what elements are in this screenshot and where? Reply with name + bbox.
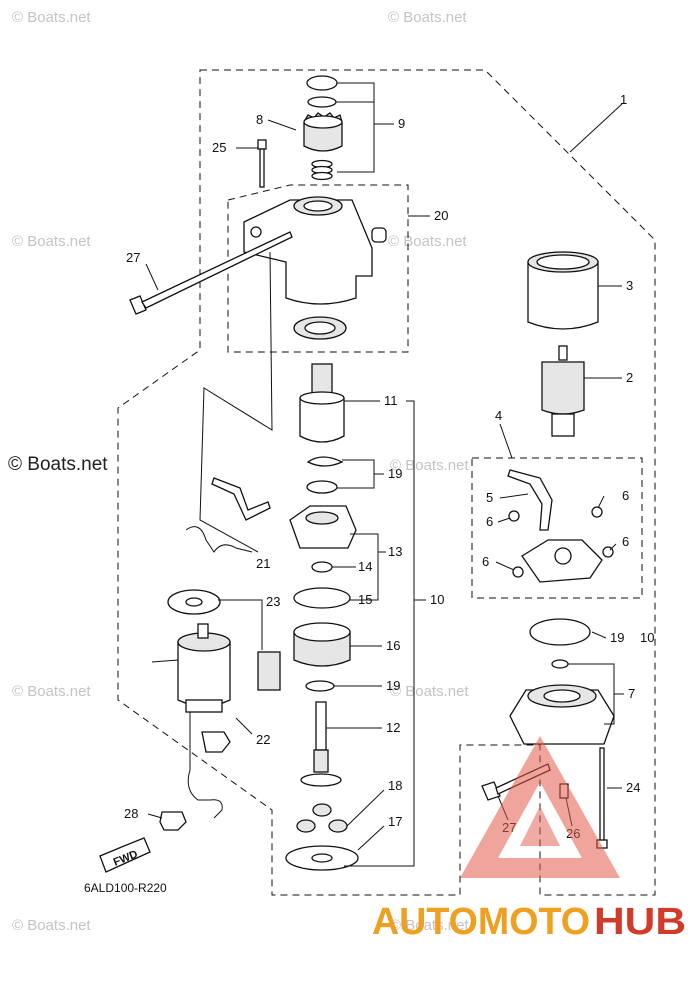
watermark: © Boats.net [390, 917, 469, 934]
watermark: © Boats.net [388, 9, 467, 26]
callout-11: 11 [384, 393, 398, 408]
callout-3: 3 [626, 278, 633, 293]
callout-4: 4 [495, 408, 502, 423]
logo-triangle-icon [460, 736, 620, 878]
bolt-27-left [129, 231, 293, 315]
callout-27: 27 [126, 250, 140, 265]
front-cover [243, 196, 387, 305]
front-bearing-bore [304, 321, 336, 335]
circlip [307, 96, 337, 108]
callout-6: 6 [482, 554, 489, 569]
callout-14: 14 [358, 559, 372, 574]
callout-8: 8 [256, 112, 263, 127]
retaining-clip [306, 456, 344, 467]
watermark: © Boats.net [12, 917, 91, 934]
logo-text-automoto: AUTOMOTO [372, 901, 590, 943]
callout-20: 20 [434, 208, 448, 223]
watermark: © Boats.net [388, 233, 467, 250]
callout-16: 16 [386, 638, 400, 653]
callout-12: 12 [386, 720, 400, 735]
washer-right [551, 659, 569, 669]
callout-2: 2 [626, 370, 633, 385]
plate-17-bore [311, 853, 333, 863]
thrust-washer [306, 480, 338, 494]
spacer-14 [311, 561, 333, 573]
fwd-arrow-icon: FWD [99, 837, 151, 873]
callout-6: 6 [622, 534, 629, 549]
callout-10: 10 [640, 630, 654, 645]
callout-17: 17 [388, 814, 402, 829]
leader-lines [145, 82, 624, 867]
callout-24: 24 [626, 780, 640, 795]
watermark: © Boats.net [390, 457, 469, 474]
through-bolt-24 [599, 747, 605, 845]
yoke-3 [527, 251, 599, 330]
callout-23: 23 [266, 594, 280, 609]
pinion-spring [311, 159, 333, 181]
callout-13: 13 [388, 544, 402, 559]
callout-18: 18 [388, 778, 402, 793]
callout-9: 9 [398, 116, 405, 131]
callout-21: 21 [256, 556, 270, 571]
brush-holder-group-boundary [471, 457, 643, 599]
pinion-hub [303, 115, 343, 129]
callout-22: 22 [256, 732, 270, 747]
callout-19: 19 [610, 630, 624, 645]
washer-19 [305, 680, 335, 692]
brush-spring-5 [507, 469, 553, 531]
callout-15: 15 [358, 592, 372, 607]
callout-19: 19 [386, 678, 400, 693]
planetary-shaft-12 [300, 701, 342, 787]
callout-7: 7 [628, 686, 635, 701]
assembly-boundaries [117, 69, 656, 896]
through-bolt-25 [257, 139, 267, 188]
drive-shaft-11 [299, 363, 345, 443]
logo-inner-triangle-icon [520, 806, 560, 846]
screw-6 [508, 510, 520, 522]
callout-25: 25 [212, 140, 226, 155]
o-ring-15 [293, 587, 351, 609]
watermark: © Boats.net [12, 233, 91, 250]
callout-5: 5 [486, 490, 493, 505]
callout-6: 6 [622, 488, 629, 503]
spring-clip-21 [185, 526, 253, 553]
watermark: © Boats.net [12, 683, 91, 700]
clamp-assembly [187, 769, 223, 819]
bracket-23 [257, 651, 281, 691]
callout-1: 1 [620, 92, 627, 107]
planet-gears-18 [296, 803, 348, 833]
callout-6: 6 [486, 514, 493, 529]
armature-2 [541, 345, 585, 437]
lever-21 [211, 477, 271, 521]
watermark: © Boats.net [8, 454, 108, 475]
callout-10: 10 [430, 592, 444, 607]
brush-holder-4 [521, 539, 603, 583]
nut-28 [159, 811, 187, 831]
internal-gear-16 [293, 622, 351, 667]
seal-ring [306, 75, 338, 91]
screw-6 [512, 566, 524, 578]
automotohub-logo: AUTOMOTO HUB [372, 736, 686, 943]
diagram-code: 6ALD100-R220 [84, 881, 167, 895]
screw-6 [591, 506, 603, 518]
planetary-housing-13 [289, 505, 357, 549]
logo-text-hub: HUB [594, 901, 686, 943]
gasket-19-right [529, 618, 591, 646]
boot-22 [201, 731, 231, 753]
watermark: © Boats.net [12, 9, 91, 26]
outer-assembly-boundary [117, 69, 656, 896]
starter-solenoid [151, 623, 231, 713]
gasket-23-bore [185, 597, 203, 607]
callout-28: 28 [124, 806, 138, 821]
end-cover-7 [509, 684, 615, 745]
watermark: © Boats.net [390, 683, 469, 700]
front-cover-group-boundary [227, 184, 409, 353]
callout-19: 19 [388, 466, 402, 481]
